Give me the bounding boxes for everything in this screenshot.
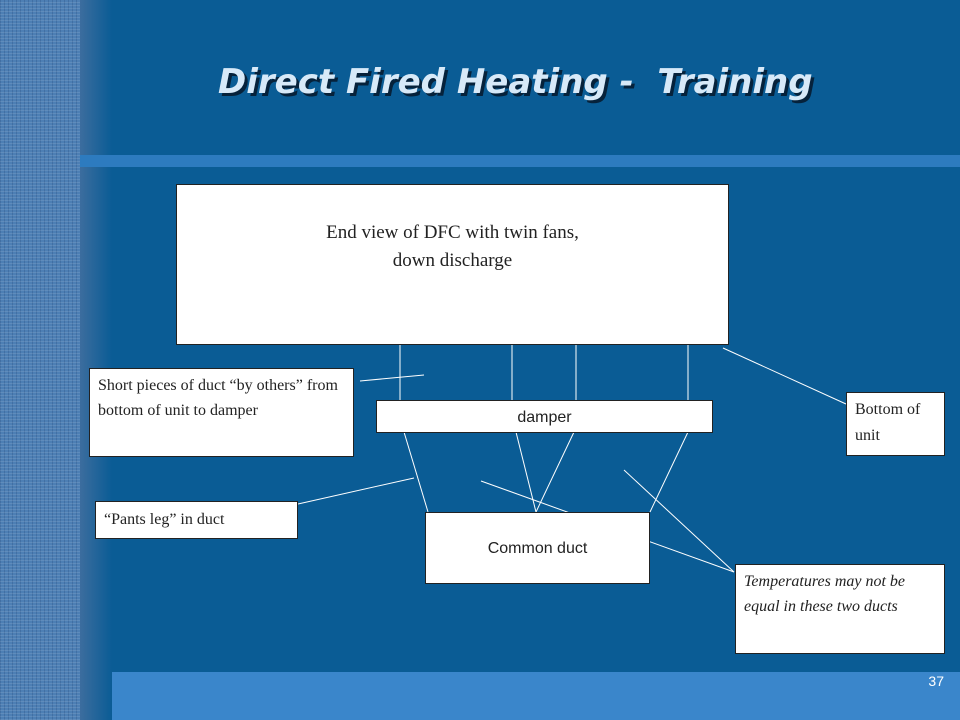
callout-temperatures-text: Temperatures may not be equal in these t… — [744, 573, 906, 615]
callout-bottom-of-unit: Bottom of unit — [846, 392, 945, 456]
pants-leg-line — [649, 431, 689, 513]
side-band-shadow — [80, 0, 112, 720]
leader-pants-leg — [297, 477, 415, 505]
callout-pants-leg-text: “Pants leg” in duct — [104, 511, 225, 528]
title-divider — [80, 155, 960, 167]
pants-leg-line — [535, 431, 575, 513]
leader-short-pieces — [359, 374, 425, 382]
slide-number: 37 — [928, 673, 944, 689]
callout-short-pieces-text: Short pieces of duct “by others” from bo… — [98, 377, 338, 419]
slide-title: Direct Fired Heating - Training — [218, 62, 813, 102]
unit-box: End view of DFC with twin fans, down dis… — [176, 184, 729, 345]
leader-bottom-of-unit — [722, 347, 847, 405]
callout-temperatures: Temperatures may not be equal in these t… — [735, 564, 945, 654]
unit-box-line2: down discharge — [392, 250, 513, 271]
footer-bar — [112, 672, 960, 720]
pants-leg-line — [403, 431, 429, 513]
common-duct-label: Common duct — [487, 540, 588, 557]
callout-pants-leg: “Pants leg” in duct — [95, 501, 298, 539]
pants-leg-line — [515, 431, 537, 513]
decorative-side-band — [0, 0, 80, 720]
damper-box: damper — [376, 400, 713, 433]
damper-label: damper — [517, 409, 572, 426]
leader-temperatures — [623, 469, 735, 573]
unit-box-line1: End view of DFC with twin fans, — [326, 222, 579, 243]
common-duct-box: Common duct — [425, 512, 650, 584]
callout-short-pieces: Short pieces of duct “by others” from bo… — [89, 368, 354, 457]
callout-bottom-of-unit-text: Bottom of unit — [855, 401, 921, 444]
